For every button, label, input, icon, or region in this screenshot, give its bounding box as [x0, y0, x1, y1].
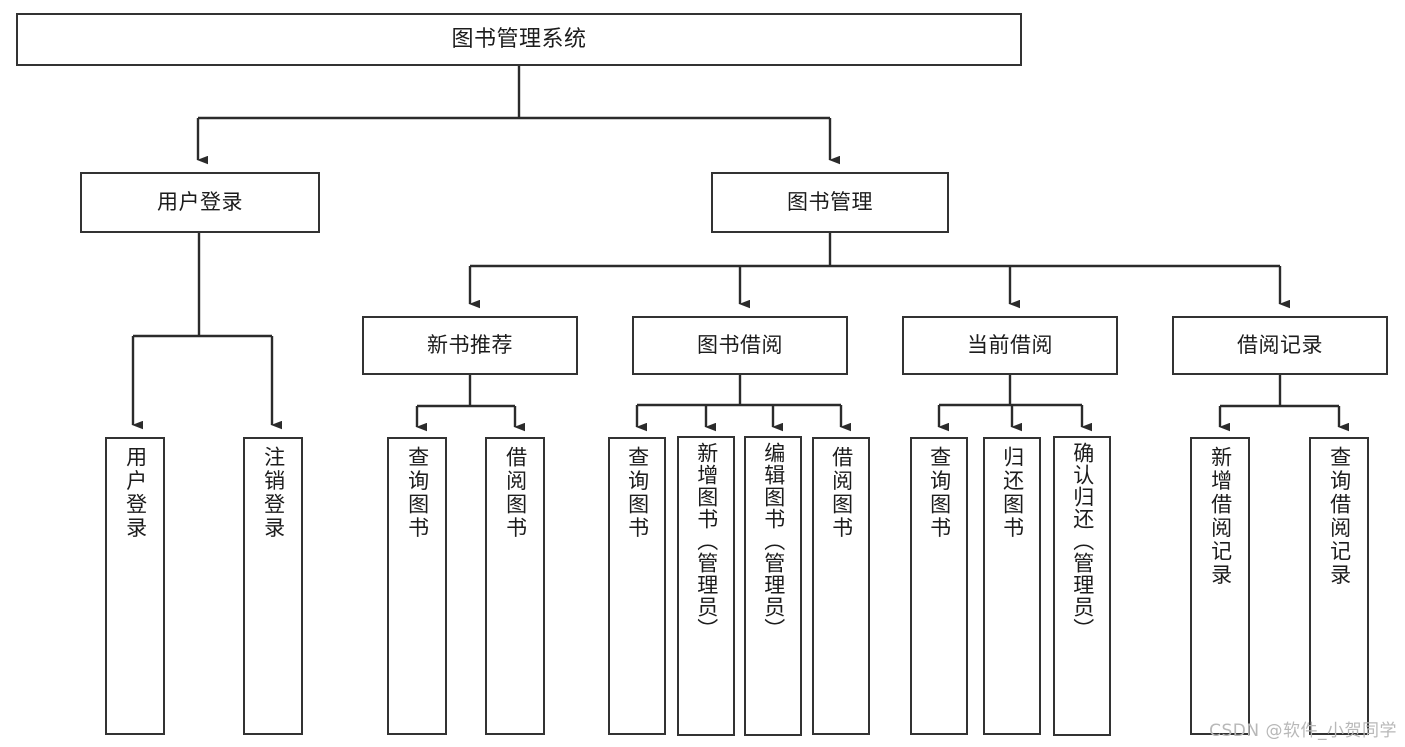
- node-leaf-user-login-label: 用户登录: [123, 446, 148, 540]
- node-root-label: 图书管理系统: [451, 26, 587, 52]
- node-borrow-record-label: 借阅记录: [1237, 333, 1323, 358]
- node-leaf-return-book[interactable]: 归还图书: [983, 437, 1041, 735]
- node-leaf-edit-book[interactable]: 编辑图书（管理员）: [744, 436, 802, 736]
- node-leaf-borrow-book-2-label: 借阅图书: [829, 446, 854, 540]
- node-leaf-user-logout[interactable]: 注销登录: [243, 437, 303, 735]
- node-leaf-query-book-1-label: 查询图书: [405, 446, 430, 540]
- node-leaf-query-book-2[interactable]: 查询图书: [608, 437, 666, 735]
- node-leaf-query-record[interactable]: 查询借阅记录: [1309, 437, 1369, 735]
- node-leaf-query-record-label: 查询借阅记录: [1327, 446, 1352, 587]
- node-current-borrow[interactable]: 当前借阅: [902, 316, 1118, 375]
- node-leaf-query-book-2-label: 查询图书: [625, 446, 650, 540]
- node-leaf-add-book-label: 新增图书（管理员）: [694, 442, 719, 640]
- node-leaf-query-book-3[interactable]: 查询图书: [910, 437, 968, 735]
- node-borrow-record[interactable]: 借阅记录: [1172, 316, 1388, 375]
- node-leaf-user-login[interactable]: 用户登录: [105, 437, 165, 735]
- node-leaf-query-book-1[interactable]: 查询图书: [387, 437, 447, 735]
- node-leaf-add-record[interactable]: 新增借阅记录: [1190, 437, 1250, 735]
- node-leaf-user-logout-label: 注销登录: [261, 446, 286, 540]
- node-new-book-recommend-label: 新书推荐: [427, 333, 513, 358]
- node-leaf-confirm-return-label: 确认归还（管理员）: [1070, 442, 1095, 640]
- node-leaf-return-book-label: 归还图书: [1000, 446, 1025, 540]
- node-leaf-borrow-book-1[interactable]: 借阅图书: [485, 437, 545, 735]
- node-leaf-query-book-3-label: 查询图书: [927, 446, 952, 540]
- node-leaf-add-book[interactable]: 新增图书（管理员）: [677, 436, 735, 736]
- node-leaf-borrow-book-1-label: 借阅图书: [503, 446, 528, 540]
- node-leaf-borrow-book-2[interactable]: 借阅图书: [812, 437, 870, 735]
- node-leaf-add-record-label: 新增借阅记录: [1208, 446, 1233, 587]
- watermark-label: CSDN @软件_小贺同学: [1209, 721, 1397, 741]
- node-leaf-edit-book-label: 编辑图书（管理员）: [761, 442, 786, 640]
- node-book-borrow-label: 图书借阅: [697, 333, 783, 358]
- node-book-manage[interactable]: 图书管理: [711, 172, 949, 233]
- node-book-borrow[interactable]: 图书借阅: [632, 316, 848, 375]
- node-root[interactable]: 图书管理系统: [16, 13, 1022, 66]
- node-current-borrow-label: 当前借阅: [967, 333, 1053, 358]
- node-book-manage-label: 图书管理: [787, 190, 873, 215]
- node-user-login-label: 用户登录: [157, 190, 243, 215]
- node-user-login[interactable]: 用户登录: [80, 172, 320, 233]
- node-new-book-recommend[interactable]: 新书推荐: [362, 316, 578, 375]
- node-leaf-confirm-return[interactable]: 确认归还（管理员）: [1053, 436, 1111, 736]
